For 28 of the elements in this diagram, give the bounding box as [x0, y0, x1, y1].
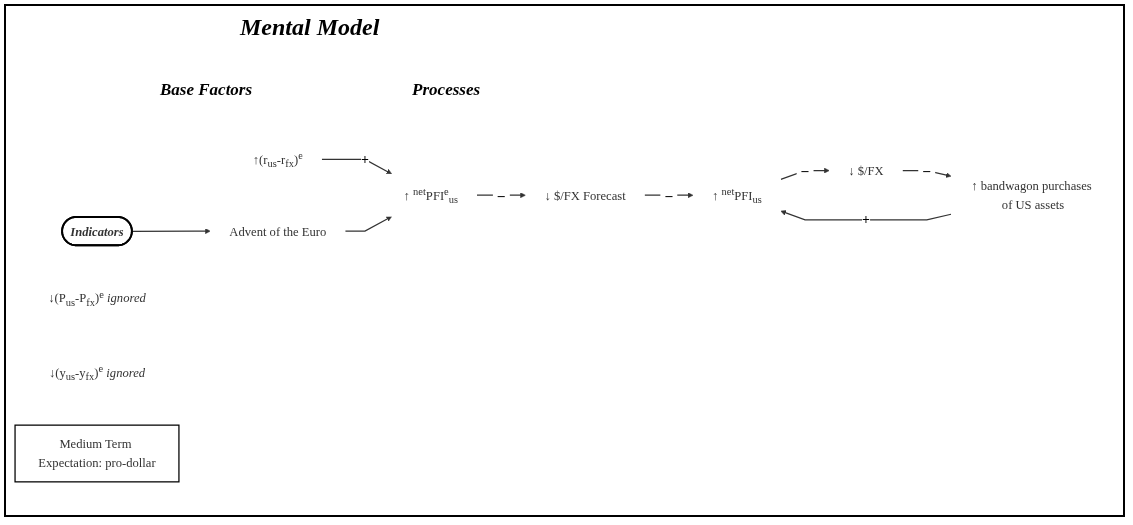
node-text: ↑ bandwagon purchases of US assets — [971, 178, 1092, 212]
edge-label: + — [861, 211, 870, 228]
arrow — [476, 192, 526, 199]
edge-label: – — [497, 186, 505, 203]
edge-label: – — [801, 162, 809, 179]
node-text: ↓ $/FX Forecast — [544, 188, 626, 203]
edge-label: – — [665, 186, 673, 203]
node-text: ↑(r$_{us}$-r$_{fx}$)$^{e}$ — [252, 149, 303, 170]
edge-label: – — [923, 162, 931, 179]
arrow — [780, 210, 952, 221]
arrow — [780, 167, 830, 181]
node-text: ↓(P$_{us}$-P$_{fx}$)$^{e}$ — [48, 288, 104, 309]
node-text: ↓(y$_{us}$-y$_{fx}$)$^{e}$ — [48, 362, 104, 383]
section-heading: Processes — [412, 80, 481, 99]
section-heading: Base Factors — [160, 80, 253, 99]
diagram-title: Mental Model — [240, 14, 380, 41]
node-box — [14, 424, 180, 483]
node-label: ignored — [106, 365, 146, 380]
arrow — [321, 158, 392, 175]
arrow — [901, 170, 952, 178]
node-text: ↓ $/FX — [848, 163, 884, 178]
node-text: ↑ $^{net}$PFI$_{us}$ — [712, 185, 762, 206]
node-text: Advent of the Euro — [229, 224, 327, 239]
arrow — [344, 216, 392, 232]
arrow — [131, 228, 211, 234]
edge-label: + — [361, 151, 369, 167]
node-label: ignored — [107, 291, 146, 306]
arrow — [643, 192, 694, 199]
